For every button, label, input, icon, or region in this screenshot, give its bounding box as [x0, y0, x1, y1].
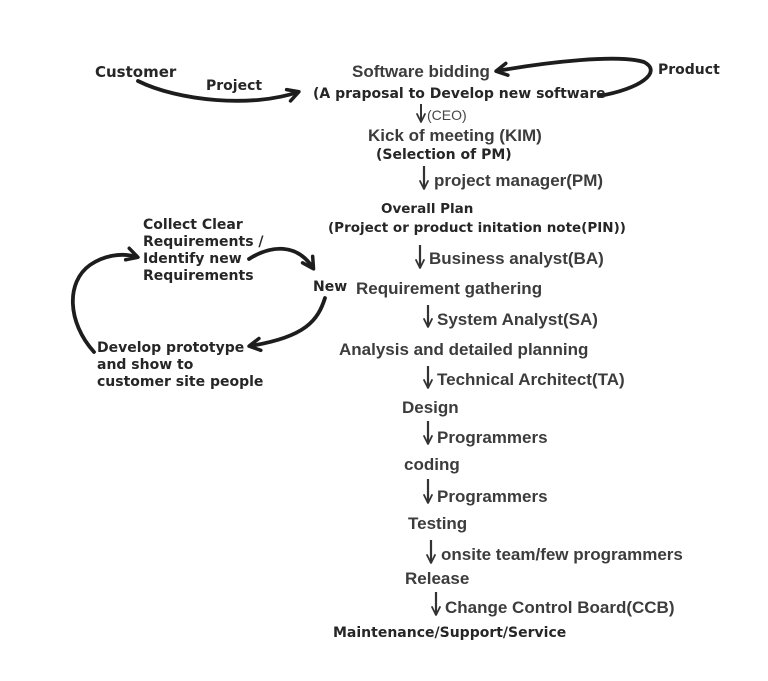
stage-kickoff-meeting: Kick of meeting (KIM) — [368, 126, 542, 145]
arrow-product-to-bidding — [494, 56, 653, 98]
arrow-prototype-to-collect — [70, 246, 140, 354]
stage-analysis-planning: Analysis and detailed planning — [339, 340, 589, 359]
actor-project-manager: project manager(PM) — [434, 171, 604, 190]
arrow-customer-to-bidding — [136, 79, 301, 103]
actor-change-control-board: Change Control Board(CCB) — [445, 598, 675, 617]
stage-kickoff-subnote: (Selection of PM) — [376, 147, 512, 163]
stage-maintenance-support-service: Maintenance/Support/Service — [333, 625, 567, 641]
actor-business-analyst: Business analyst(BA) — [429, 249, 604, 268]
actor-system-analyst: System Analyst(SA) — [437, 310, 598, 329]
new-requirements-label: New — [313, 279, 348, 295]
stage-testing: Testing — [408, 514, 468, 533]
product-label: Product — [658, 62, 720, 78]
arrow-collect-to-new — [247, 246, 316, 271]
actor-technical-architect: Technical Architect(TA) — [437, 370, 625, 389]
stage-overall-plan: Overall Plan — [381, 201, 474, 217]
software-bidding-subtitle: (A praposal to Develop new software — [313, 86, 606, 102]
project-arrow-label: Project — [206, 78, 263, 94]
actor-ceo: (CEO) — [427, 107, 467, 123]
stage-coding: coding — [404, 455, 460, 474]
develop-prototype-note: Develop prototype and show to customer s… — [97, 340, 264, 390]
stage-release: Release — [405, 569, 470, 588]
stage-design: Design — [402, 398, 459, 417]
actor-programmers-1: Programmers — [437, 428, 548, 447]
actor-onsite-team: onsite team/few programmers — [441, 545, 683, 564]
collect-requirements-note: Collect Clear Requirements / Identify ne… — [143, 217, 264, 284]
customer-label: Customer — [95, 63, 177, 81]
actor-programmers-2: Programmers — [437, 487, 548, 506]
stage-requirement-gathering: Requirement gathering — [356, 279, 543, 298]
software-bidding-title: Software bidding — [352, 62, 490, 81]
stage-overall-plan-subnote: (Project or product initation note(PIN)) — [328, 220, 626, 236]
arrow-new-to-prototype — [247, 296, 327, 353]
